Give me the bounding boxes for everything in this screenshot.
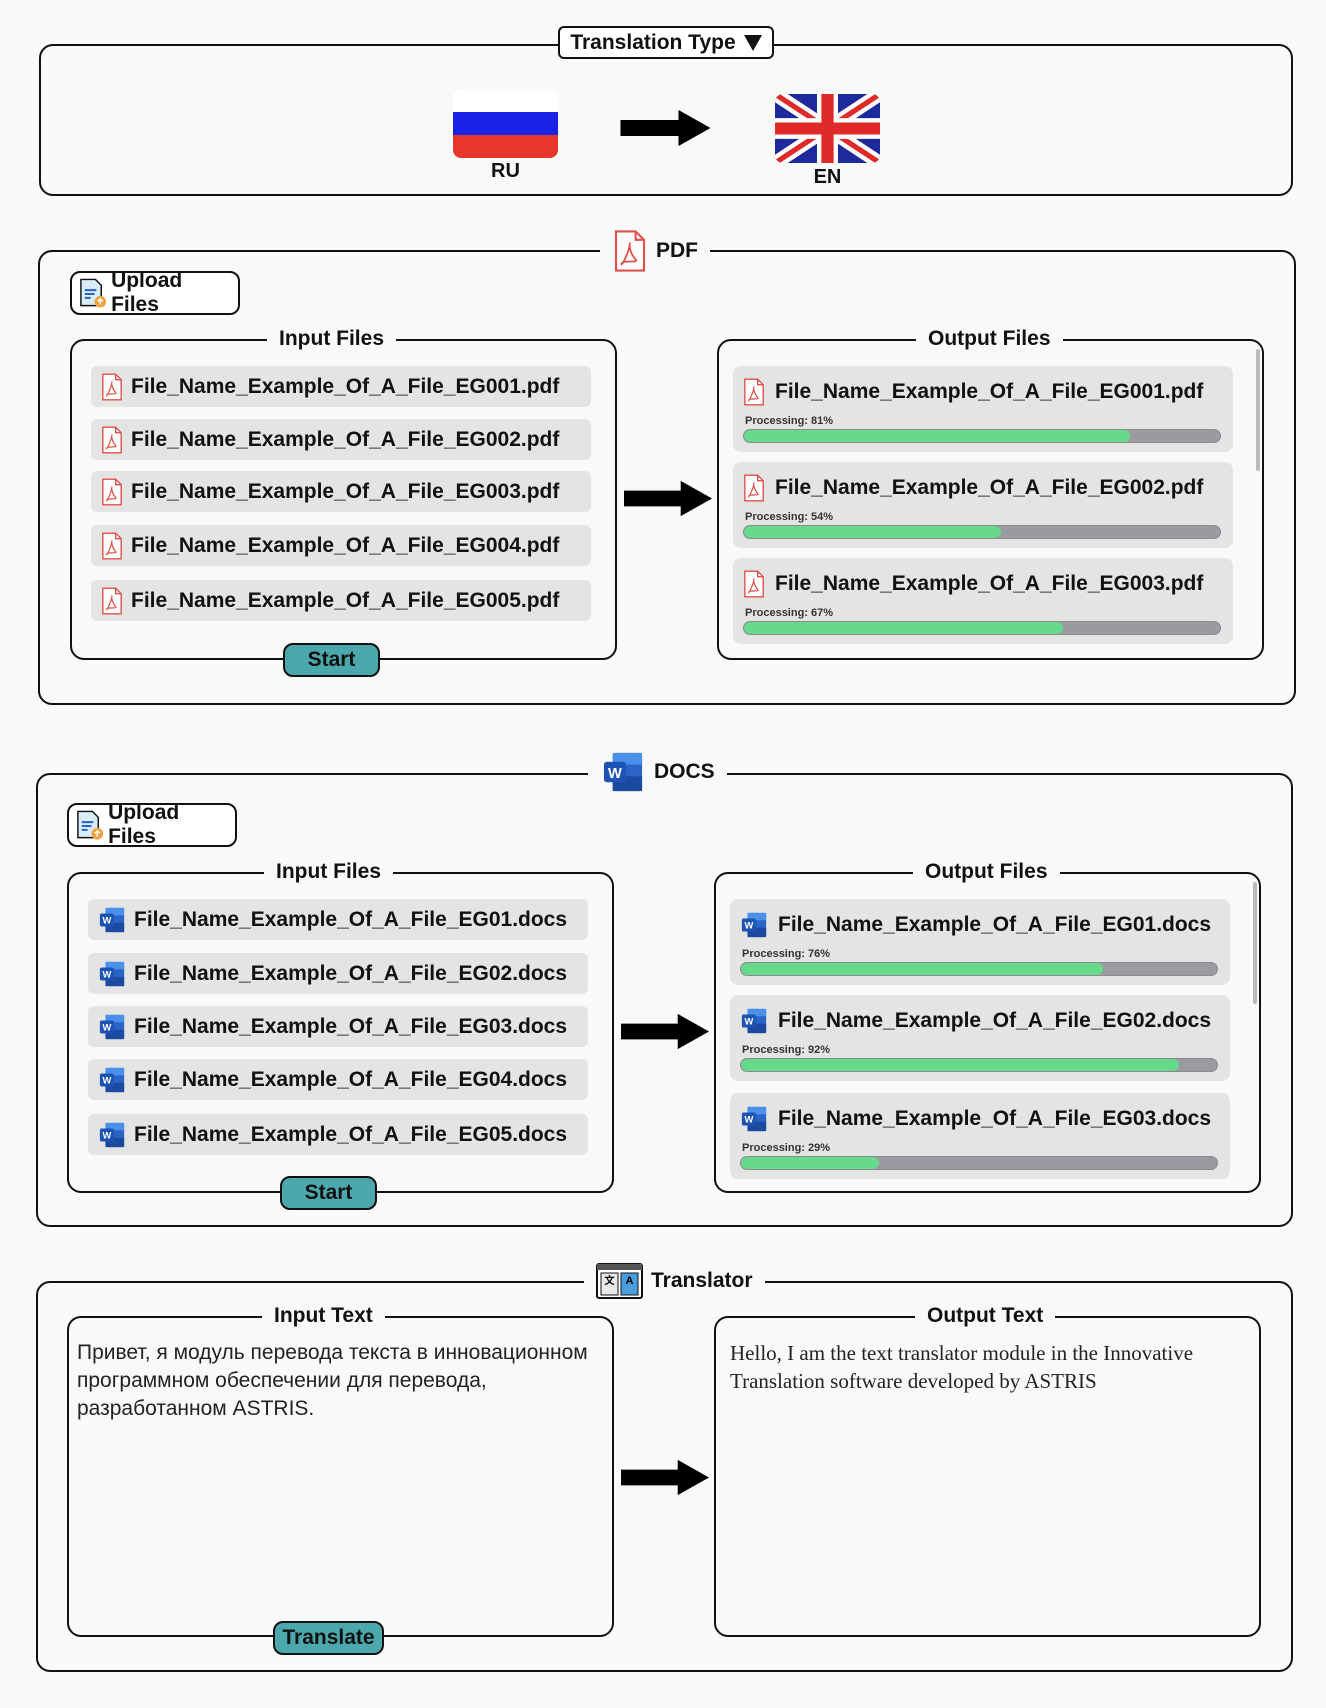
input-file-item[interactable]: File_Name_Example_Of_A_File_EG002.pdf [91, 419, 591, 460]
translation-type-dropdown[interactable]: Translation Type [558, 26, 774, 59]
processing-status: Processing: 29% [742, 1142, 831, 1154]
progress-bar [743, 621, 1221, 635]
input-text[interactable]: Привет, я модуль перевода текста в иннов… [77, 1341, 588, 1420]
input-file-item[interactable]: File_Name_Example_Of_A_File_EG01.docs [88, 899, 588, 940]
progress-bar [740, 962, 1218, 976]
processing-status: Processing: 92% [742, 1044, 831, 1056]
output-file-item[interactable]: File_Name_Example_Of_A_File_EG02.docs Pr… [730, 995, 1230, 1081]
pdf-file-icon [101, 426, 123, 454]
pdf-file-icon [743, 570, 765, 598]
uk-flag-icon [775, 94, 880, 163]
output-file-item[interactable]: File_Name_Example_Of_A_File_EG001.pdf Pr… [733, 366, 1233, 452]
processing-status: Processing: 76% [742, 948, 831, 960]
progress-bar [743, 525, 1221, 539]
input-files-title: Input Files [267, 326, 396, 352]
upload-file-icon [75, 809, 104, 841]
input-file-item[interactable]: File_Name_Example_Of_A_File_EG001.pdf [91, 366, 591, 407]
source-language-label: RU [491, 160, 520, 182]
translation-type-label: Translation Type [570, 30, 736, 54]
progress-bar [740, 1058, 1218, 1072]
progress-bar [740, 1156, 1218, 1170]
output-file-name: File_Name_Example_Of_A_File_EG002.pdf [775, 476, 1204, 499]
output-file-name: File_Name_Example_Of_A_File_EG003.pdf [775, 572, 1204, 595]
pdf-icon [612, 230, 648, 272]
start-button[interactable]: Start [283, 643, 380, 677]
progress-fill [741, 1157, 880, 1169]
russian-flag-icon [453, 89, 558, 158]
pdf-file-icon [101, 532, 123, 560]
progress-fill [741, 963, 1103, 975]
word-file-icon [740, 1007, 768, 1035]
word-icon [600, 750, 646, 794]
pdf-file-icon [743, 474, 765, 502]
input-file-item[interactable]: File_Name_Example_Of_A_File_EG005.pdf [91, 580, 591, 621]
output-scrollbar[interactable] [1253, 882, 1257, 1004]
pdf-legend: PDF [600, 230, 710, 272]
progress-fill [744, 526, 1002, 538]
start-button[interactable]: Start [280, 1176, 377, 1210]
input-file-item[interactable]: File_Name_Example_Of_A_File_EG03.docs [88, 1006, 588, 1047]
word-file-icon [98, 1121, 126, 1149]
svg-text:A: A [626, 1275, 634, 1287]
output-file-name: File_Name_Example_Of_A_File_EG02.docs [778, 1009, 1212, 1032]
output-file-item[interactable]: File_Name_Example_Of_A_File_EG003.pdf Pr… [733, 558, 1233, 644]
input-text-title: Input Text [262, 1303, 385, 1329]
arrow-icon [624, 479, 712, 518]
word-file-icon [98, 906, 126, 934]
processing-status: Processing: 67% [745, 607, 834, 619]
output-text-title: Output Text [915, 1303, 1056, 1329]
pdf-file-icon [743, 378, 765, 406]
output-file-name: File_Name_Example_Of_A_File_EG001.pdf [775, 380, 1204, 403]
progress-fill [744, 622, 1063, 634]
input-file-item[interactable]: File_Name_Example_Of_A_File_EG05.docs [88, 1114, 588, 1155]
svg-text:文: 文 [605, 1274, 616, 1287]
input-files-title: Input Files [264, 859, 393, 885]
translator-title: Translator [651, 1269, 753, 1292]
target-language-label: EN [813, 166, 842, 188]
upload-files-button[interactable]: Upload Files [67, 801, 237, 848]
processing-status: Processing: 54% [745, 511, 834, 523]
progress-bar [743, 429, 1221, 443]
output-file-name: File_Name_Example_Of_A_File_EG01.docs [778, 913, 1212, 936]
docs-title: DOCS [654, 760, 715, 783]
output-text: Hello, I am the text translator module i… [730, 1341, 1194, 1393]
input-file-item[interactable]: File_Name_Example_Of_A_File_EG04.docs [88, 1059, 588, 1100]
pdf-file-icon [101, 373, 123, 401]
arrow-icon [615, 110, 716, 146]
word-file-icon [98, 1066, 126, 1094]
output-files-title: Output Files [913, 859, 1060, 885]
pdf-file-icon [101, 478, 123, 506]
output-scrollbar[interactable] [1256, 349, 1260, 471]
word-file-icon [98, 960, 126, 988]
input-file-item[interactable]: File_Name_Example_Of_A_File_EG02.docs [88, 953, 588, 994]
output-files-title: Output Files [916, 326, 1063, 352]
translate-button[interactable]: Translate [273, 1621, 384, 1655]
output-file-name: File_Name_Example_Of_A_File_EG03.docs [778, 1107, 1212, 1130]
output-file-item[interactable]: File_Name_Example_Of_A_File_EG03.docs Pr… [730, 1093, 1230, 1179]
progress-fill [741, 1059, 1179, 1071]
word-file-icon [740, 1105, 768, 1133]
progress-fill [744, 430, 1130, 442]
input-file-item[interactable]: File_Name_Example_Of_A_File_EG004.pdf [91, 525, 591, 566]
pdf-file-icon [101, 587, 123, 615]
dropdown-triangle-icon [743, 34, 762, 51]
word-file-icon [740, 911, 768, 939]
arrow-icon [621, 1012, 709, 1051]
upload-file-icon [78, 277, 107, 309]
processing-status: Processing: 81% [745, 415, 834, 427]
output-file-item[interactable]: File_Name_Example_Of_A_File_EG01.docs Pr… [730, 899, 1230, 985]
docs-legend: DOCS [588, 751, 727, 793]
output-file-item[interactable]: File_Name_Example_Of_A_File_EG002.pdf Pr… [733, 462, 1233, 548]
upload-files-button[interactable]: Upload Files [70, 269, 240, 316]
word-file-icon [98, 1013, 126, 1041]
arrow-icon [621, 1459, 709, 1496]
pdf-title: PDF [656, 239, 698, 262]
input-file-item[interactable]: File_Name_Example_Of_A_File_EG003.pdf [91, 471, 591, 512]
